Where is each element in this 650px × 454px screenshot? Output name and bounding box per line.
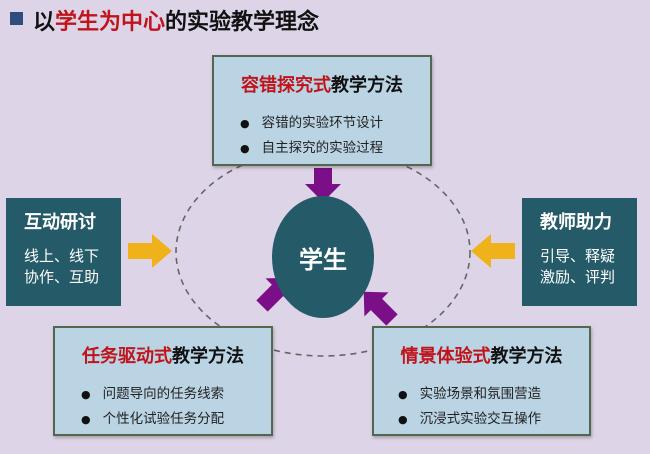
student-center-circle: 学生 (272, 196, 374, 318)
top-method-title-rest: 教学方法 (331, 75, 403, 96)
bottom-left-method-title: 任务驱动式教学方法 (55, 342, 271, 368)
teacher-support-title: 教师助力 (540, 212, 612, 233)
interaction-line: 线上、线下 (24, 247, 100, 265)
student-label: 学生 (299, 245, 347, 274)
arrow-down-purple (305, 168, 341, 202)
bottom-left-method-box: 任务驱动式教学方法 问题导向的任务线索个性化试验任务分配 (53, 326, 273, 436)
bullet-item: 问题导向的任务线索 (81, 382, 271, 407)
title-suffix: 的实验教学理念 (165, 10, 320, 35)
interaction-box: 互动研讨 线上、线下 协作、互助 (6, 198, 121, 306)
interaction-title: 互动研讨 (24, 212, 96, 233)
bullet-item: 实验场景和氛围营造 (398, 382, 589, 407)
bottom-left-method-title-rest: 教学方法 (172, 346, 244, 367)
bottom-left-method-bullets: 问题导向的任务线索个性化试验任务分配 (55, 382, 271, 432)
bottom-right-method-title: 情景体验式教学方法 (374, 342, 589, 368)
arrow-up-left-purple (363, 291, 398, 326)
teacher-support-line: 激励、评判 (540, 268, 616, 286)
title-bullet-square (10, 12, 23, 25)
bottom-right-method-box: 情景体验式教学方法 实验场景和氛围营造沉浸式实验交互操作 (372, 326, 591, 436)
arrow-right-yellow (128, 234, 172, 268)
arrow-left-yellow (471, 234, 515, 268)
top-method-bullets: 容错的实验环节设计自主探究的实验过程 (214, 111, 430, 161)
bullet-item: 个性化试验任务分配 (81, 407, 271, 432)
interaction-line: 协作、互助 (24, 268, 100, 286)
title-prefix: 以 (33, 10, 56, 35)
bullet-item: 容错的实验环节设计 (240, 111, 430, 136)
bottom-right-method-title-rest: 教学方法 (490, 346, 563, 367)
teacher-support-box: 教师助力 引导、释疑 激励、评判 (522, 198, 637, 306)
bottom-left-method-title-highlight: 任务驱动式 (82, 346, 172, 367)
bottom-right-method-bullets: 实验场景和氛围营造沉浸式实验交互操作 (374, 382, 589, 432)
teacher-support-line: 引导、释疑 (540, 247, 616, 265)
top-method-box: 容错探究式教学方法 容错的实验环节设计自主探究的实验过程 (212, 55, 432, 166)
bullet-item: 自主探究的实验过程 (240, 136, 430, 161)
page-title: 以学生为中心的实验教学理念 (33, 4, 319, 36)
title-highlight: 学生为中心 (55, 10, 166, 35)
bullet-item: 沉浸式实验交互操作 (398, 407, 589, 432)
bottom-right-method-title-highlight: 情景体验式 (400, 346, 491, 367)
top-method-title: 容错探究式教学方法 (214, 71, 430, 97)
top-method-title-highlight: 容错探究式 (241, 75, 331, 96)
